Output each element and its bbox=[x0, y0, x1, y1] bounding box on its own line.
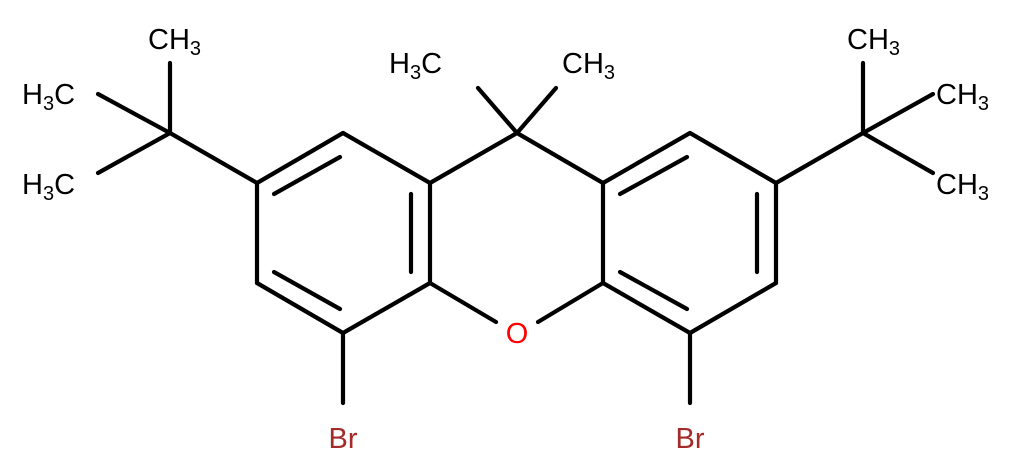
bond bbox=[254, 130, 346, 186]
bond bbox=[475, 85, 520, 136]
bond bbox=[340, 130, 433, 186]
bond bbox=[860, 91, 936, 136]
methyl-label-c9-left: H3C bbox=[389, 48, 442, 84]
bond bbox=[535, 280, 606, 325]
bond bbox=[617, 269, 690, 312]
bond bbox=[687, 130, 779, 186]
methyl-label-left-1: H3C bbox=[22, 79, 75, 115]
bromine-label-left: Br bbox=[329, 423, 358, 455]
bond bbox=[773, 130, 866, 186]
bromine-label-right: Br bbox=[676, 423, 705, 455]
bond bbox=[271, 154, 343, 197]
bond bbox=[860, 130, 936, 176]
bond bbox=[514, 130, 606, 186]
methyl-label-top-right: CH3 bbox=[847, 24, 900, 60]
bond bbox=[271, 269, 343, 312]
bond bbox=[600, 130, 693, 186]
methyl-label-c9-right: CH3 bbox=[562, 48, 615, 84]
bond bbox=[254, 280, 346, 336]
bond bbox=[600, 280, 693, 336]
methyl-label-top-left: CH3 bbox=[148, 24, 201, 60]
bond bbox=[427, 130, 520, 186]
bonds bbox=[95, 60, 936, 406]
bond bbox=[427, 280, 499, 325]
oxygen-label: O bbox=[506, 318, 529, 350]
methyl-label-right-1: CH3 bbox=[936, 79, 989, 115]
methyl-label-left-2: H3C bbox=[22, 169, 75, 205]
atom-labels: CH3 H3C H3C H3C CH3 CH3 CH3 CH3 O Br Br bbox=[22, 24, 989, 455]
bond bbox=[95, 91, 173, 136]
methyl-label-right-2: CH3 bbox=[936, 169, 989, 205]
bond bbox=[514, 85, 559, 136]
bond bbox=[617, 154, 690, 197]
bond bbox=[687, 280, 779, 336]
bond bbox=[95, 130, 173, 176]
bond bbox=[167, 130, 260, 186]
bond bbox=[340, 280, 433, 336]
